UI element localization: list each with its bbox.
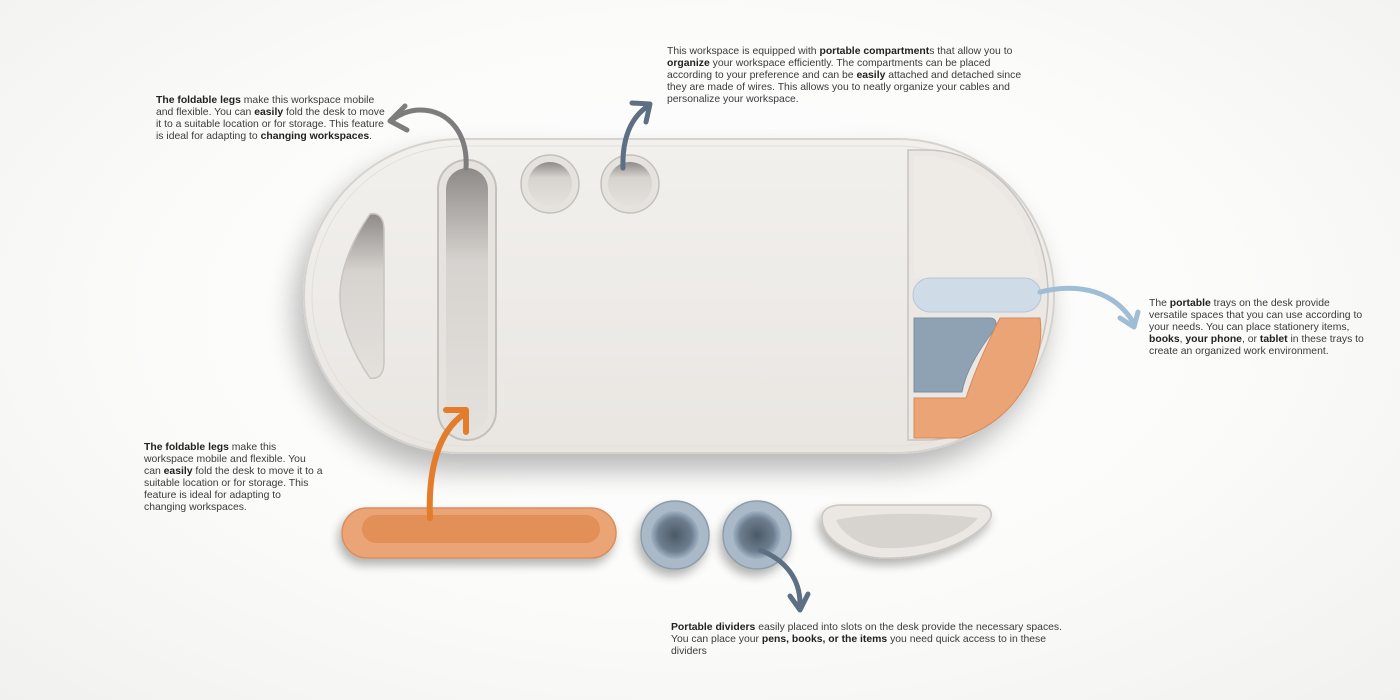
note-bold-text: your phone (1185, 334, 1242, 345)
note-text: This workspace is equipped with (667, 46, 820, 57)
note-foldable-legs-top: The foldable legs make this workspace mo… (156, 95, 386, 143)
note-bold-text: portable (1169, 298, 1211, 309)
divider-cup-1 (640, 500, 710, 570)
note-text: , (1179, 334, 1186, 345)
note-text: fold the desk to move it to a suitable l… (156, 107, 385, 142)
divider-cup-2 (722, 500, 792, 570)
arrow-trays (1037, 285, 1141, 330)
note-text: s that allow you to (929, 46, 1013, 57)
arrow-compartments (620, 100, 653, 171)
note-text: attached and detached since they are mad… (667, 70, 1022, 105)
arrow-legs-bottom (426, 407, 469, 521)
note-text: The (1149, 298, 1170, 309)
note-portable-dividers: Portable dividers easily placed into slo… (671, 622, 1066, 658)
note-bold-text: easily (856, 70, 886, 81)
arrow-dividers (757, 547, 811, 613)
note-text: you need quick access to in these divide… (671, 634, 1047, 657)
note-bold-text: changing workspaces (260, 131, 370, 142)
note-portable-compartments: This workspace is equipped with portable… (667, 46, 1037, 106)
note-text: . (369, 131, 373, 142)
note-bold-text: easily (254, 107, 284, 118)
note-bold-text: Portable dividers (671, 622, 756, 633)
note-text: , or (1241, 334, 1260, 345)
note-bold-text: The foldable legs (144, 442, 229, 453)
note-text: make this workspace mobile and flexible.… (156, 95, 375, 118)
orange-leg-piece (341, 507, 617, 559)
handle-slot (339, 212, 385, 380)
note-bold-text: The foldable legs (156, 95, 241, 106)
tray-light-blue (912, 277, 1042, 313)
note-bold-text: books (1149, 334, 1180, 345)
note-text: in these trays to create an organized wo… (1149, 334, 1364, 357)
tray-orange (913, 317, 1042, 439)
note-text: easily placed into slots on the desk pro… (671, 622, 1063, 645)
note-portable-trays: The portable trays on the desk provide v… (1149, 298, 1364, 358)
note-text: make this workspace mobile and flexible.… (144, 442, 306, 477)
handle-piece (821, 504, 992, 559)
desk-top (303, 138, 1055, 454)
note-bold-text: pens, books, or the items (761, 634, 888, 645)
divider-hole-2 (600, 154, 660, 214)
note-bold-text: tablet (1259, 334, 1288, 345)
note-bold-text: organize (667, 58, 710, 69)
note-foldable-legs-bottom: The foldable legs make this workspace mo… (144, 442, 324, 514)
divider-hole-1 (520, 154, 580, 214)
note-text: trays on the desk provide versatile spac… (1149, 298, 1363, 333)
note-bold-text: easily (163, 466, 193, 477)
arrow-legs-top (387, 103, 469, 171)
note-text: your workspace efficiently. The compartm… (667, 58, 991, 81)
note-text: fold the desk to move it to a suitable l… (144, 466, 323, 513)
note-bold-text: portable compartment (819, 46, 930, 57)
